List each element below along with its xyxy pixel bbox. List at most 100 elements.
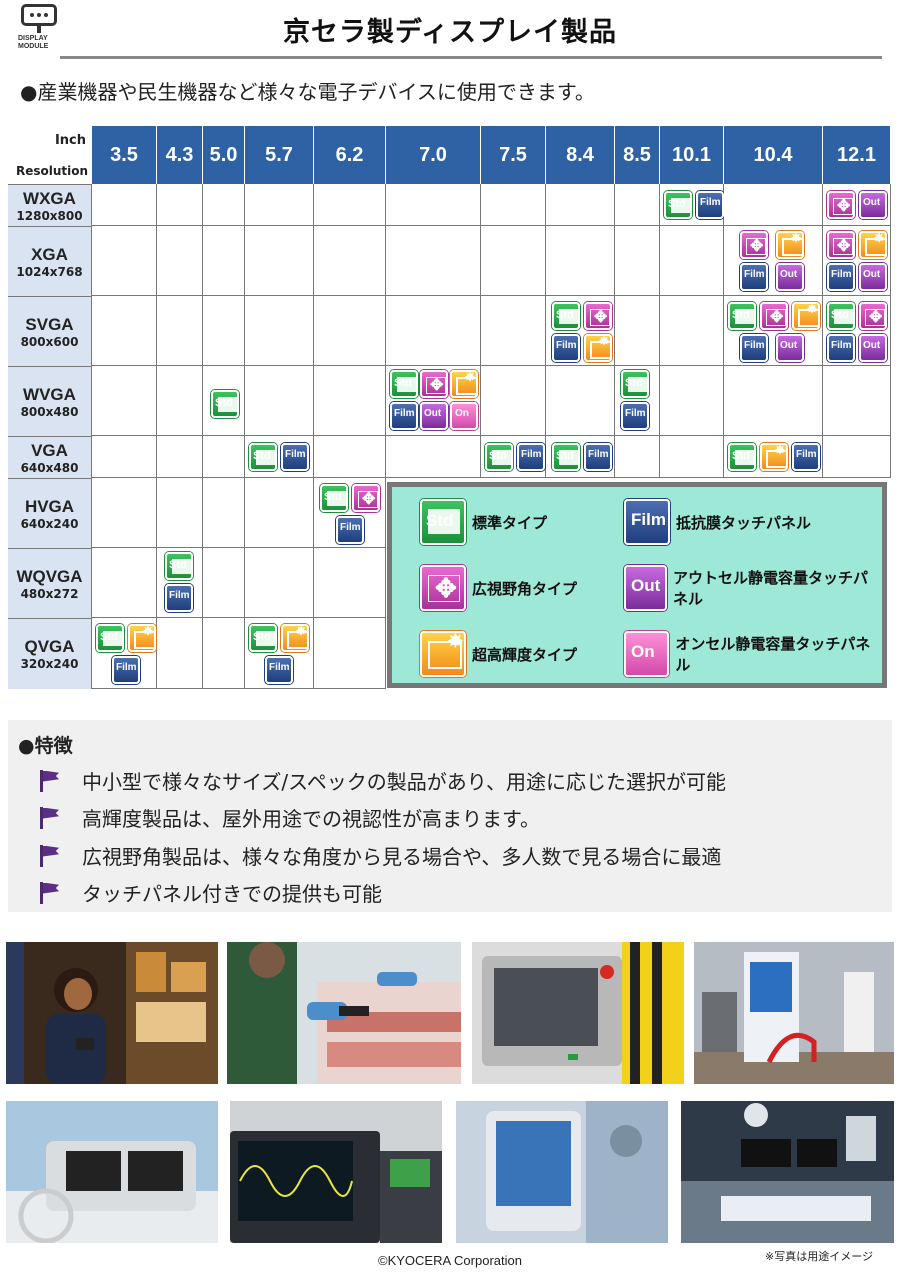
wide-type-icon: ✥ bbox=[760, 302, 788, 330]
icon-glyph: ✥ bbox=[750, 238, 764, 255]
photo-industrial-terminal bbox=[472, 942, 684, 1084]
matrix-cell bbox=[615, 226, 660, 296]
matrix-cell bbox=[823, 436, 891, 478]
out-type-icon: Out bbox=[859, 263, 887, 291]
wide-type-icon: ✥ bbox=[740, 231, 768, 259]
matrix-cell bbox=[157, 184, 203, 226]
icon-glyph: Std bbox=[426, 511, 454, 530]
matrix-cell bbox=[157, 618, 203, 689]
icon-glyph: ✸ bbox=[873, 231, 884, 245]
film-type-icon: Film bbox=[281, 443, 309, 471]
icon-glyph: Film bbox=[831, 340, 852, 351]
out-type-icon: Out bbox=[859, 191, 887, 219]
wide-type-icon: ✥ bbox=[420, 565, 466, 611]
matrix-cell bbox=[546, 184, 615, 226]
resolution-value: 800x480 bbox=[20, 404, 79, 419]
out-type-icon: Out bbox=[776, 334, 804, 362]
feature-text: 広視野角製品は、様々な角度から見る場合や、多人数で見る場合に最適 bbox=[82, 845, 722, 869]
flag-bullet-icon bbox=[38, 769, 60, 792]
std-type-icon: Std bbox=[552, 302, 580, 330]
icon-glyph: ✥ bbox=[430, 377, 444, 394]
flag-bullet-icon bbox=[38, 806, 60, 829]
matrix-cell bbox=[245, 184, 314, 226]
size-header-10.1: 10.1 bbox=[660, 126, 723, 184]
size-header-8.4: 8.4 bbox=[546, 126, 614, 184]
icon-glyph: On bbox=[631, 642, 655, 661]
matrix-cell bbox=[386, 184, 481, 226]
matrix-cell bbox=[615, 296, 660, 366]
matrix-cell bbox=[314, 184, 386, 226]
matrix-cell: Std✥Film✸ bbox=[546, 296, 615, 366]
matrix-cell bbox=[546, 366, 615, 436]
matrix-cell bbox=[314, 436, 386, 478]
photo-operating-room bbox=[681, 1101, 894, 1243]
matrix-cell: Std✸Film bbox=[245, 618, 314, 689]
film-type-icon: Film bbox=[265, 656, 293, 684]
feature-text: 中小型で様々なサイズ/スペックの製品があり、用途に応じた選択が可能 bbox=[82, 770, 726, 794]
wide-type-icon: ✥ bbox=[827, 231, 855, 259]
size-header-10.4: 10.4 bbox=[724, 126, 822, 184]
icon-glyph: ✸ bbox=[464, 370, 475, 384]
size-header-6.2: 6.2 bbox=[314, 126, 385, 184]
resolution-name: SVGA bbox=[25, 314, 74, 334]
std-type-icon: Std bbox=[211, 390, 239, 418]
film-type-icon: Film bbox=[740, 334, 768, 362]
icon-glyph: Film bbox=[796, 449, 817, 460]
icon-glyph: Std bbox=[668, 198, 686, 210]
legend-item-on: On オンセル静電容量タッチパネル bbox=[624, 631, 882, 677]
std-type-icon: Std bbox=[621, 370, 649, 398]
photo-warehouse-handheld bbox=[6, 942, 218, 1084]
photo-note: ※写真は用途イメージ bbox=[765, 1250, 873, 1263]
resolution-value: 1024x768 bbox=[16, 264, 83, 279]
std-type-icon: Std bbox=[249, 624, 277, 652]
icon-glyph: Std bbox=[489, 450, 507, 462]
icon-glyph: ✥ bbox=[594, 309, 608, 326]
matrix-cell bbox=[546, 226, 615, 296]
photo-medical-monitor bbox=[456, 1101, 668, 1243]
legend-item-wide: ✥広視野角タイプ bbox=[420, 565, 577, 611]
matrix-cell bbox=[245, 548, 314, 618]
matrix-cell bbox=[157, 296, 203, 366]
matrix-cell: Std✸Film bbox=[92, 618, 157, 689]
matrix-cell bbox=[314, 618, 386, 689]
icon-glyph: Film bbox=[744, 340, 765, 351]
std-type-icon: Std bbox=[390, 370, 418, 398]
matrix-cell bbox=[92, 478, 157, 548]
std-type-icon: Std bbox=[552, 443, 580, 471]
icon-glyph: Film bbox=[631, 510, 666, 529]
icon-glyph: ✥ bbox=[435, 573, 457, 603]
icon-glyph: Std bbox=[625, 377, 643, 389]
legend-label: オンセル静電容量タッチパネル bbox=[675, 635, 871, 674]
matrix-cell bbox=[386, 436, 481, 478]
matrix-cell bbox=[245, 226, 314, 296]
std-type-icon: Std bbox=[728, 302, 756, 330]
film-type-icon: Film bbox=[336, 516, 364, 544]
resolution-value: 320x240 bbox=[20, 657, 79, 671]
feature-text: タッチパネル付きでの提供も可能 bbox=[82, 882, 382, 906]
page-title: 京セラ製ディスプレイ製品 bbox=[282, 17, 618, 48]
on-type-icon: On bbox=[450, 402, 478, 430]
legend-label: アウトセル静電容量タッチパネル bbox=[673, 569, 869, 608]
icon-glyph: On bbox=[455, 408, 469, 419]
resolution-name: QVGA bbox=[24, 637, 75, 656]
matrix-cell bbox=[92, 184, 157, 226]
resolution-label: Resolution bbox=[16, 164, 89, 178]
inch-label: Inch bbox=[54, 133, 86, 148]
icon-glyph: Out bbox=[424, 408, 442, 419]
icon-glyph: Std bbox=[831, 309, 849, 321]
matrix-cell bbox=[314, 548, 386, 618]
film-type-icon: Film bbox=[624, 499, 670, 545]
icon-glyph: ✸ bbox=[447, 631, 463, 651]
